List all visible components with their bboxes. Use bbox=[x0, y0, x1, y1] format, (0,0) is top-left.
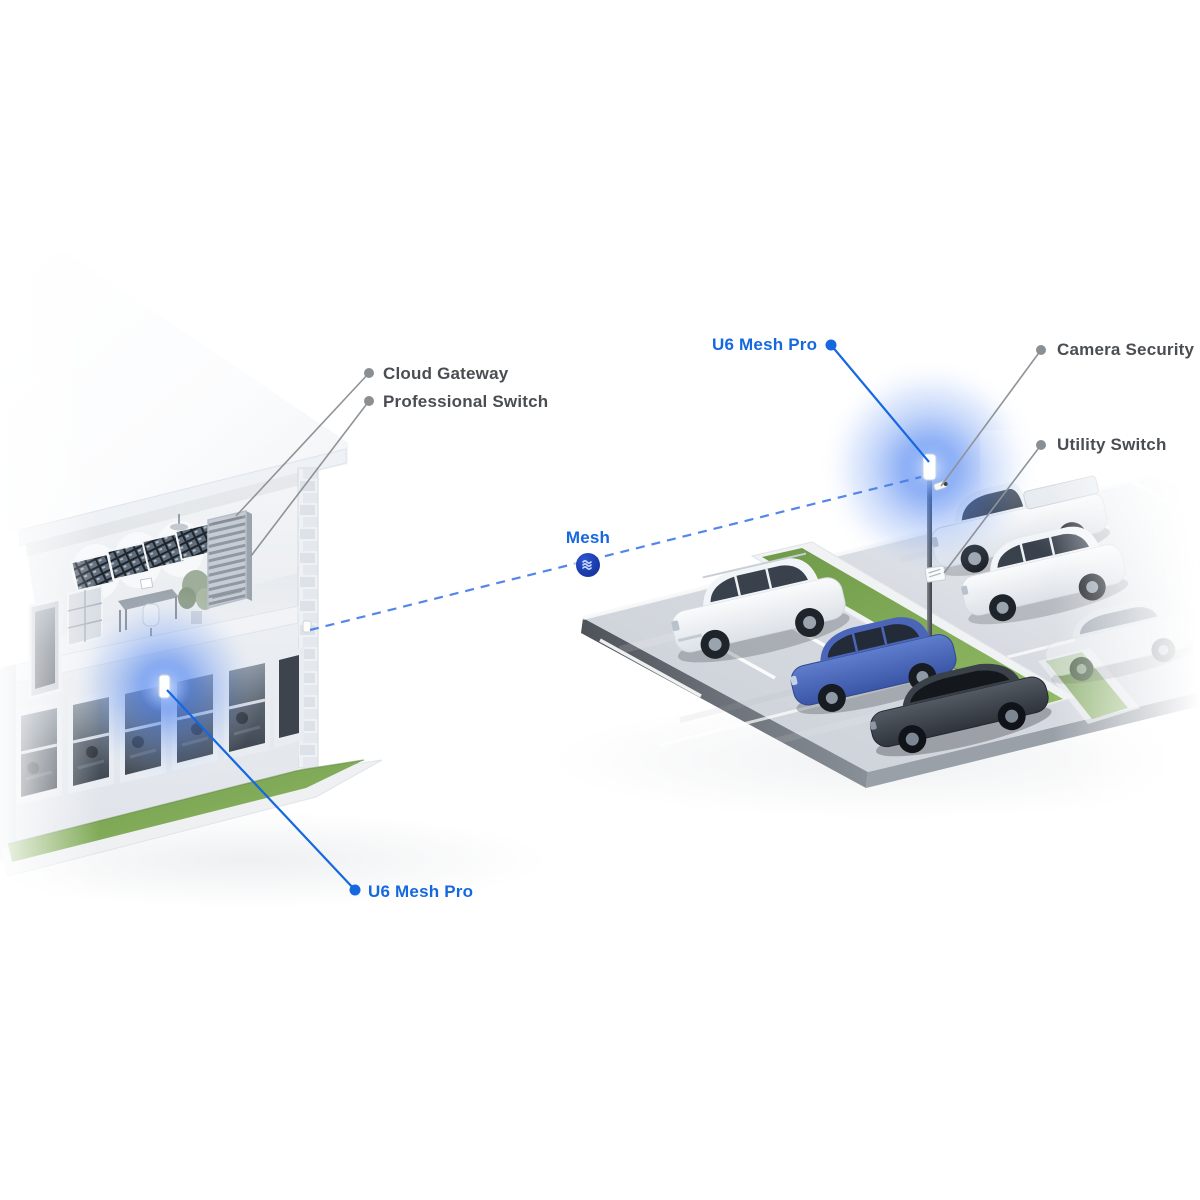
leader-dots bbox=[349, 339, 1046, 896]
utility-switch-box bbox=[924, 565, 946, 583]
leader-utility-switch bbox=[943, 444, 1042, 574]
suv-white-front bbox=[671, 552, 850, 663]
coupe-dark bbox=[869, 663, 1052, 757]
pole-access-point bbox=[922, 453, 937, 481]
leader-u6-pole bbox=[830, 344, 930, 463]
fade-top-right bbox=[980, 430, 1200, 610]
callout-cloud-gateway: Cloud Gateway bbox=[383, 364, 509, 383]
callout-u6-mesh-pro-pole: U6 Mesh Pro bbox=[712, 335, 818, 354]
triple-wave-icon bbox=[582, 560, 592, 570]
roof-ridge-highlight bbox=[65, 248, 349, 443]
leader-lines bbox=[166, 344, 1042, 891]
ceiling-lamp bbox=[170, 514, 188, 531]
fade-left bbox=[0, 240, 100, 940]
callout-mesh: Mesh bbox=[565, 528, 611, 547]
callout-u6-mesh-pro-wall: U6 Mesh Pro bbox=[368, 882, 474, 901]
mesh-link bbox=[309, 475, 922, 632]
slab-edge-left bbox=[581, 618, 868, 788]
leader-cloud-gateway bbox=[235, 372, 370, 517]
wall-access-point bbox=[158, 674, 171, 699]
leader-professional-switch bbox=[250, 400, 370, 557]
callout-professional-switch: Professional Switch bbox=[383, 392, 549, 411]
desk-monitor bbox=[139, 577, 154, 590]
callout-camera-security: Camera Security bbox=[1057, 340, 1195, 359]
mesh-icon bbox=[576, 553, 600, 577]
window bbox=[274, 647, 304, 748]
crossover-blue bbox=[790, 617, 961, 715]
server-rack bbox=[207, 510, 252, 609]
callout-utility-switch: Utility Switch bbox=[1057, 435, 1167, 454]
leader-camera-security bbox=[940, 349, 1042, 487]
corner-device bbox=[302, 620, 312, 633]
leader-u6-wall bbox=[166, 689, 356, 891]
